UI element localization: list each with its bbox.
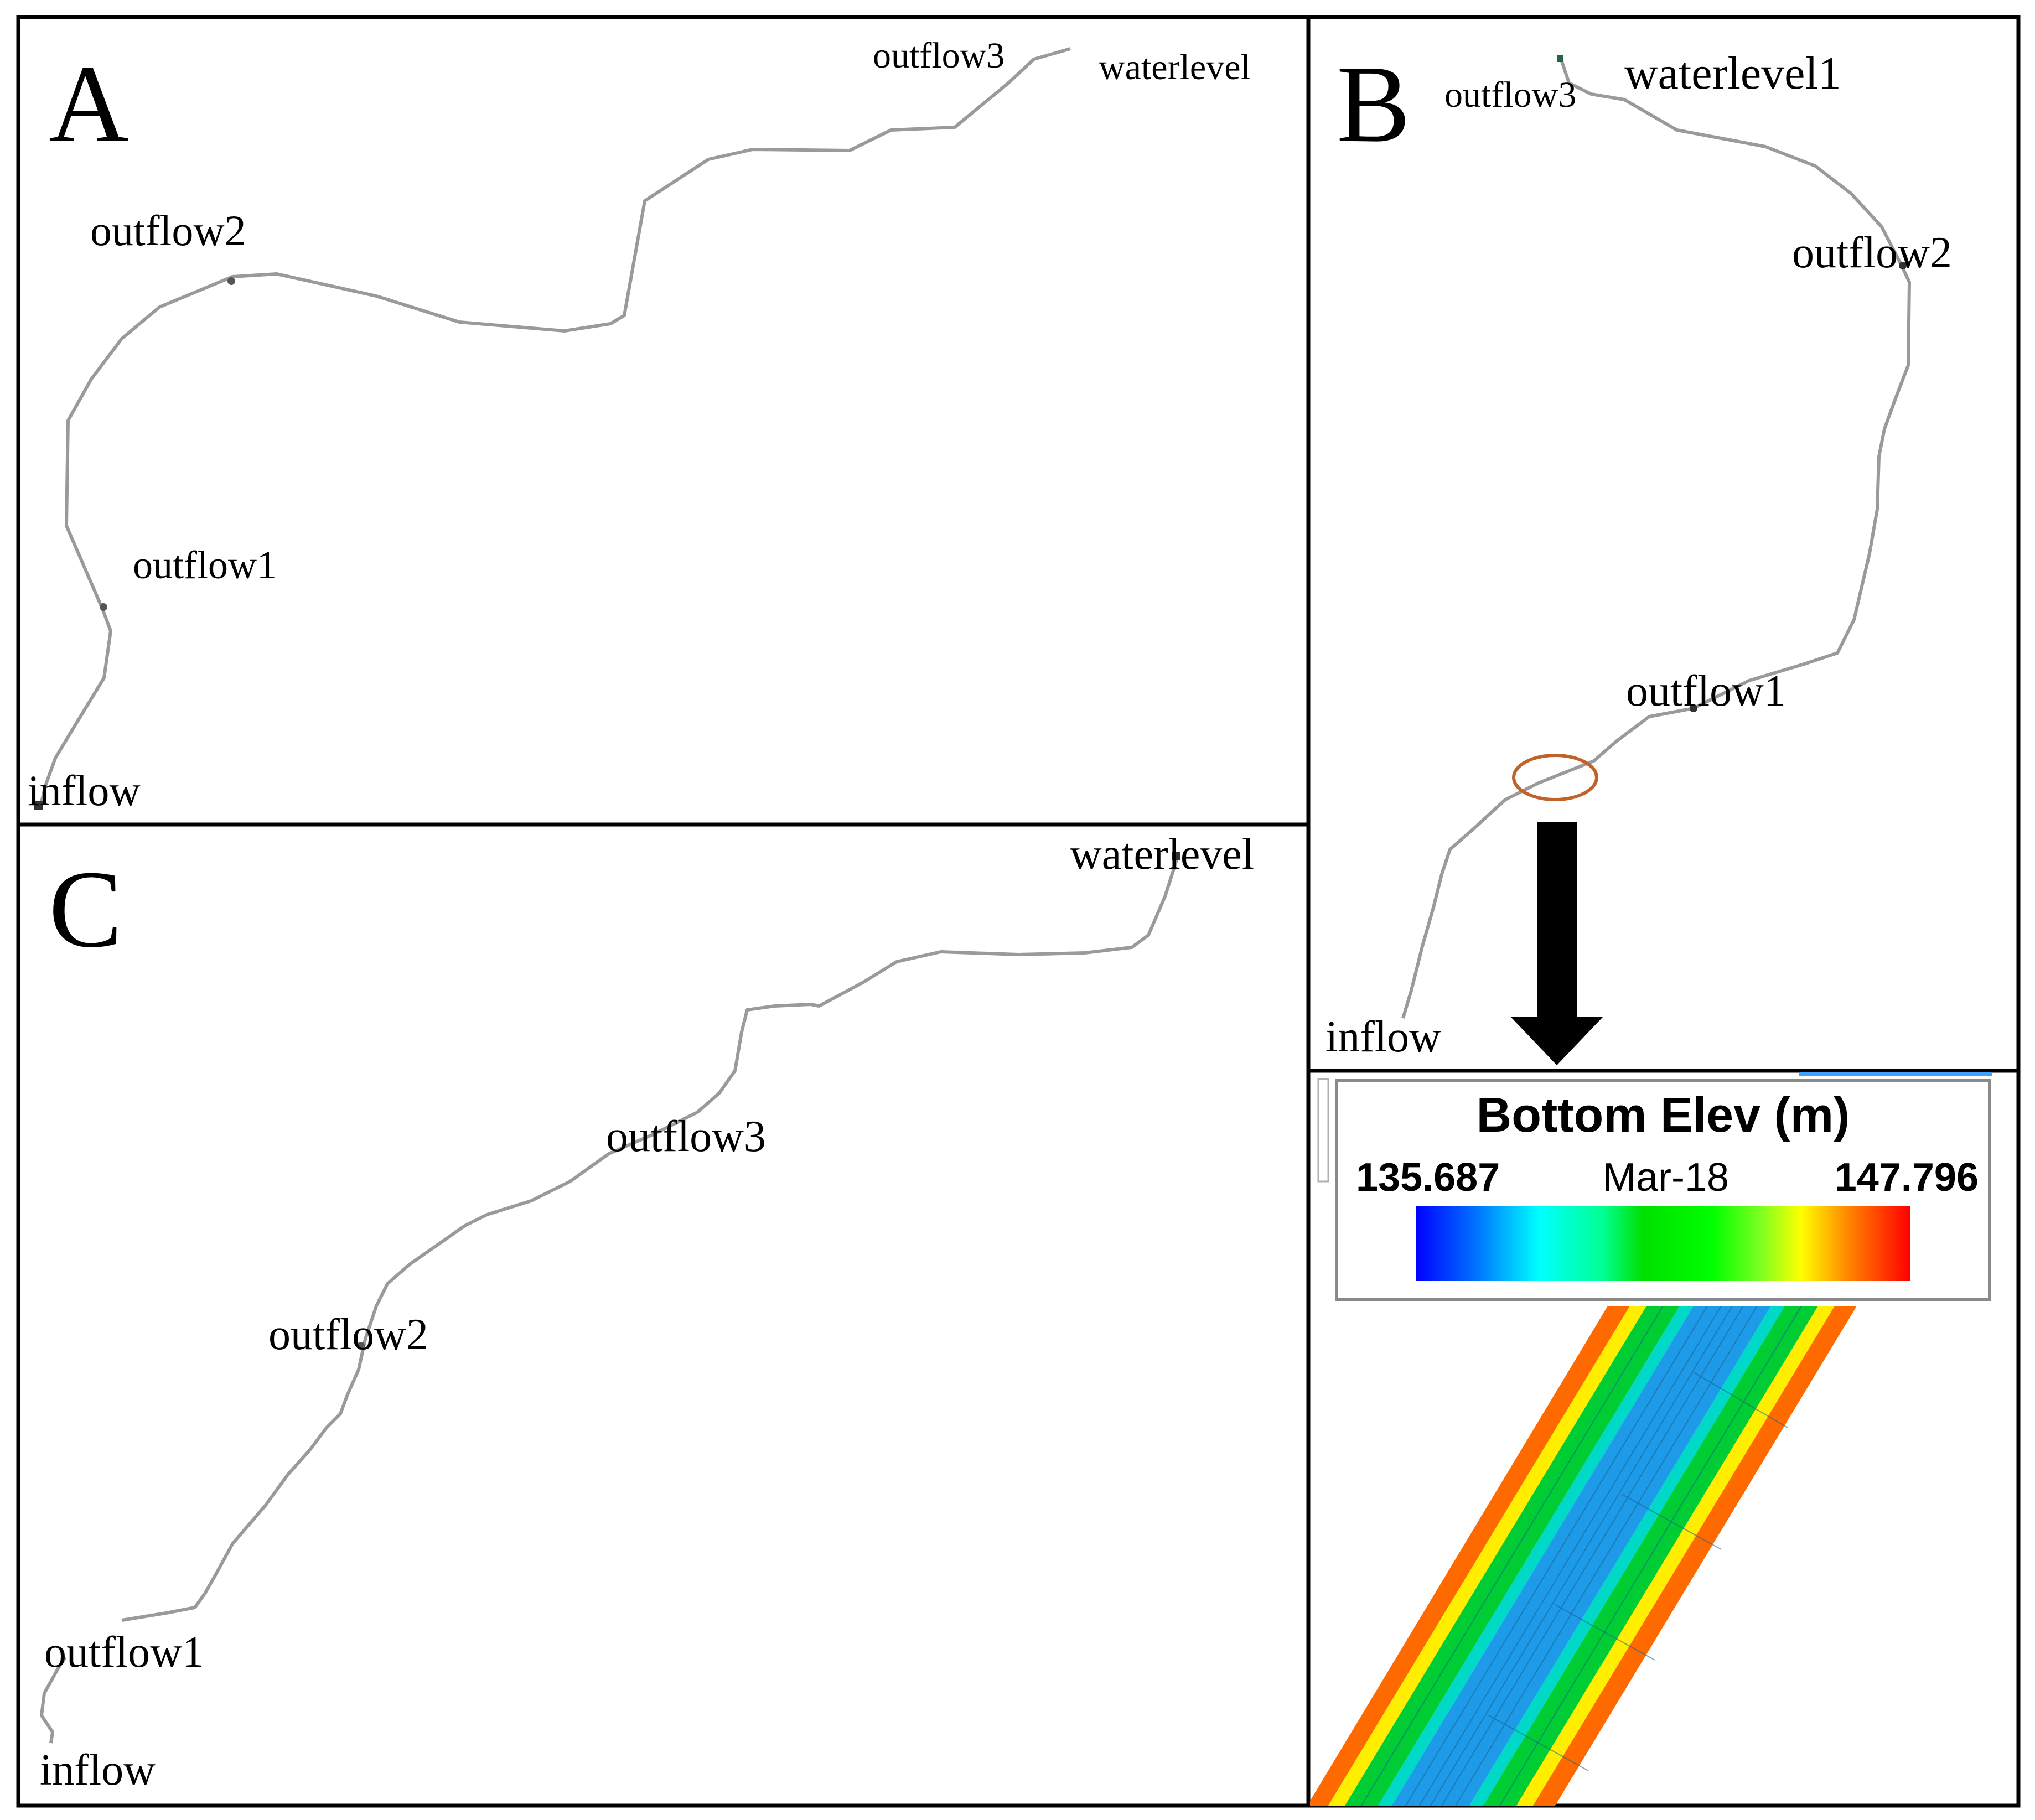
- label-waterlevel-b: waterlevel1: [1624, 48, 1841, 99]
- legend-shadow-remnant: [1317, 1078, 1329, 1183]
- station-outflow2-marker-a: [227, 277, 235, 285]
- label-inflow-b: inflow: [1325, 1013, 1441, 1061]
- label-outflow3-a: outflow3: [873, 35, 1004, 76]
- station-outflow3-marker-b: [1557, 55, 1563, 62]
- band-yellow-right: [1516, 1306, 1835, 1806]
- panel-letter-c: C: [49, 848, 122, 971]
- river-line-c-lower: [40, 1656, 67, 1744]
- label-outflow2-a: outflow2: [90, 206, 246, 255]
- outer-frame: [16, 15, 2021, 1808]
- panel-frames: [16, 15, 2021, 1808]
- band-orange-left: [1310, 1306, 1630, 1806]
- panel-c: C inflow outflow1 outflow2 outflow3 wate…: [40, 830, 1254, 1795]
- band-yellow-left: [1328, 1306, 1646, 1806]
- legend-min-value: 135.687: [1356, 1155, 1500, 1200]
- label-outflow1-a: outflow1: [133, 543, 277, 587]
- label-outflow3-c: outflow3: [606, 1112, 766, 1161]
- legend: Bottom Elev (m) 135.687 Mar-18 147.796: [1335, 1079, 1991, 1301]
- station-outflow1-marker-a: [100, 603, 107, 611]
- station-inflow-marker-a: [34, 801, 43, 810]
- band-cyan-left: [1378, 1306, 1694, 1806]
- label-outflow1-c: outflow1: [44, 1628, 204, 1677]
- panel-a: A inflow outflow1 outflow2 outflow3 wate…: [28, 35, 1251, 815]
- zoom-arrow: [1511, 822, 1603, 1065]
- legend-date: Mar-18: [1603, 1155, 1729, 1200]
- legend-color-bar: [1416, 1206, 1910, 1281]
- station-outflow2-marker-c: [357, 1342, 365, 1350]
- panel-b: B inflow outflow1 outflow2 outflow3 wate…: [1325, 43, 1952, 1065]
- station-outflow2-marker-b: [1899, 262, 1907, 269]
- panel-zoom: [1310, 1072, 1992, 1806]
- legend-title: Bottom Elev (m): [1477, 1087, 1850, 1142]
- label-outflow2-c: outflow2: [268, 1310, 428, 1359]
- label-outflow1-b: outflow1: [1626, 667, 1786, 715]
- mesh-lines: [1361, 1305, 1802, 1806]
- label-outflow3-b: outflow3: [1444, 75, 1576, 115]
- legend-max-value: 147.796: [1835, 1155, 1979, 1200]
- highlight-ellipse-b: [1512, 754, 1598, 801]
- station-waterlevel-marker-c: [1172, 852, 1180, 860]
- panel-letter-b: B: [1337, 43, 1410, 165]
- band-cyan-right: [1469, 1306, 1785, 1806]
- band-orange-right: [1533, 1306, 1857, 1806]
- river-line-a: [38, 47, 1071, 810]
- river-line-c: [121, 856, 1179, 1622]
- river-line-b: [1401, 58, 1911, 1019]
- label-waterlevel-c: waterlevel: [1070, 830, 1254, 879]
- panel-letter-a: A: [49, 43, 128, 165]
- label-inflow-c: inflow: [40, 1746, 156, 1795]
- station-outflow1-marker-b: [1690, 704, 1697, 712]
- label-waterlevel-a: waterlevel: [1099, 47, 1251, 87]
- label-outflow2-b: outflow2: [1792, 229, 1952, 277]
- label-inflow-a: inflow: [28, 766, 141, 815]
